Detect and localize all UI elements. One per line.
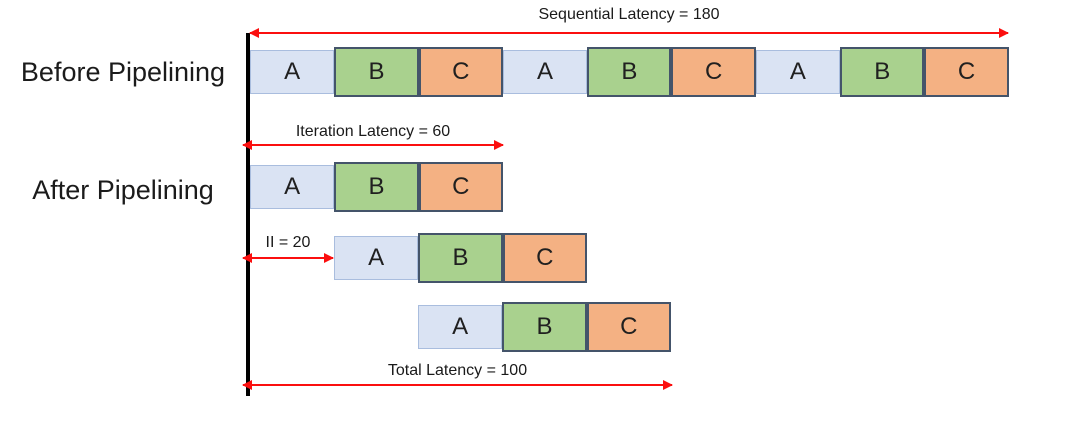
before-pipelining-label: Before Pipelining [20, 57, 226, 87]
stage-c-block: C [418, 47, 503, 97]
iteration-latency-label: Iteration Latency = 60 [295, 123, 451, 140]
arrowhead-right-icon [663, 380, 673, 390]
arrowhead-left-icon [242, 140, 252, 150]
stage-a-block: A [418, 305, 503, 349]
total-latency-label: Total Latency = 100 [387, 362, 528, 379]
stage-c-block: C [586, 302, 671, 352]
arrowhead-left-icon [242, 253, 252, 263]
stage-b-block: B [840, 47, 925, 97]
arrowhead-right-icon [999, 28, 1009, 38]
arrowhead-right-icon [494, 140, 504, 150]
stage-c-block: C [924, 47, 1009, 97]
stage-b-block: B [418, 233, 503, 283]
stage-c-block: C [418, 162, 503, 212]
stage-b-block: B [502, 302, 587, 352]
stage-b-block: B [587, 47, 672, 97]
sequential-latency-arrow [249, 28, 1009, 38]
stage-c-block: C [671, 47, 756, 97]
stage-b-block: B [334, 162, 419, 212]
total-latency-arrow [242, 380, 673, 390]
stage-c-block: C [502, 233, 587, 283]
after-pipelining-iteration-1: A B C [250, 162, 503, 212]
initiation-interval-arrow [242, 253, 334, 263]
stage-a-block: A [250, 165, 335, 209]
after-pipelining-iteration-2: A B C [334, 233, 587, 283]
arrowhead-left-icon [242, 380, 252, 390]
initiation-interval-label: II = 20 [265, 234, 311, 251]
arrowhead-right-icon [324, 253, 334, 263]
stage-b-block: B [334, 47, 419, 97]
stage-a-block: A [250, 50, 335, 94]
stage-a-block: A [334, 236, 419, 280]
after-pipelining-label: After Pipelining [32, 175, 214, 205]
sequential-latency-label: Sequential Latency = 180 [538, 6, 720, 23]
stage-a-block: A [755, 50, 841, 94]
iteration-latency-arrow [242, 140, 504, 150]
after-pipelining-iteration-3: A B C [418, 302, 671, 352]
before-pipelining-row: A B C A B C A B C [250, 47, 1009, 97]
stage-a-block: A [502, 50, 588, 94]
time-axis-line [246, 33, 250, 396]
arrowhead-left-icon [249, 28, 259, 38]
